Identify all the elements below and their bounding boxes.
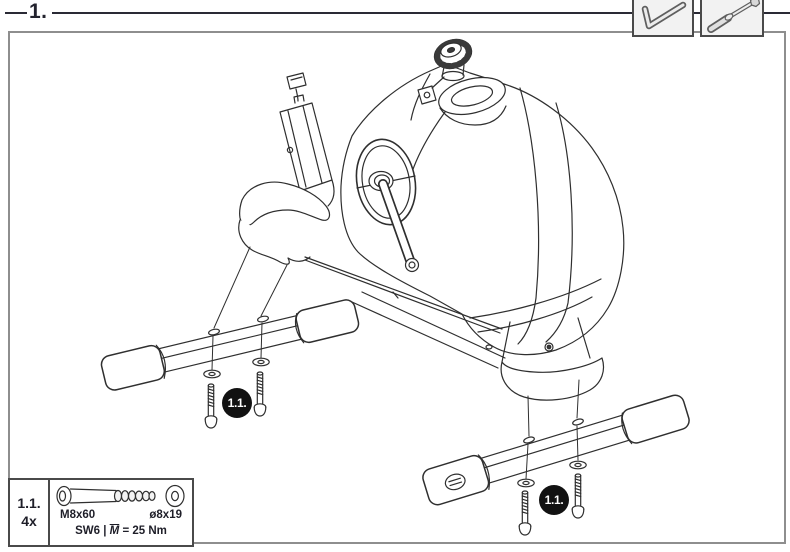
handlebar-post xyxy=(279,94,333,192)
rail-hole xyxy=(523,436,535,444)
resistance-knob xyxy=(417,38,473,105)
heading-rule-right xyxy=(52,12,790,14)
rail-hole xyxy=(208,328,220,336)
bolt xyxy=(204,383,218,429)
torque-symbol: M xyxy=(109,525,120,537)
parts-box-reference: 1.1. 4x xyxy=(10,480,50,545)
washer-size-label: ø8x19 xyxy=(149,509,182,521)
bolt-size-label: M8x60 xyxy=(60,509,96,521)
parts-quantity-label: 4x xyxy=(21,513,37,529)
washer xyxy=(517,478,535,488)
cable-connector xyxy=(286,72,307,102)
washer xyxy=(252,357,270,367)
allen-key-icon xyxy=(641,1,687,30)
tool-box-allen-key xyxy=(632,0,694,37)
leader-lines xyxy=(211,246,580,480)
step-badge-1-1: 1.1. xyxy=(222,388,252,418)
crank-arm xyxy=(378,179,420,273)
separator: | xyxy=(103,525,107,537)
heading-rule-left xyxy=(5,12,27,14)
front-foot-bracket xyxy=(238,179,335,265)
washer xyxy=(569,460,587,470)
rail-hole xyxy=(572,418,584,426)
socket-wrench-icon xyxy=(707,0,761,33)
front-stabilizer-rail xyxy=(100,299,360,391)
endcap-logo xyxy=(444,473,466,491)
parts-ref-label: 1.1. xyxy=(17,495,41,512)
carry-handle-opening xyxy=(438,76,507,126)
rear-foot-bracket xyxy=(500,317,605,401)
step-number: 1. xyxy=(29,0,48,23)
bolt xyxy=(571,473,585,519)
torque-spec: SW6 | M = 25 Nm xyxy=(50,525,192,537)
washer xyxy=(203,369,221,379)
step-badge-1-1: 1.1. xyxy=(539,485,569,515)
wrench-size-label: SW6 xyxy=(75,525,101,537)
tool-box-socket-wrench xyxy=(700,0,764,37)
hardware-parts-box: 1.1. 4x M8x60 ø8x19 SW6 xyxy=(8,478,194,547)
parts-box-contents: M8x60 ø8x19 SW6 | M = 25 Nm xyxy=(50,480,192,545)
main-body-shroud xyxy=(340,63,625,356)
frame-beam xyxy=(304,256,506,369)
rear-stabilizer-rail xyxy=(422,394,690,506)
bolt xyxy=(253,371,267,417)
torque-value: = 25 Nm xyxy=(122,525,167,537)
bolt xyxy=(518,490,532,536)
rail-hole xyxy=(257,315,269,323)
bolt-and-washer-icon xyxy=(56,484,185,508)
